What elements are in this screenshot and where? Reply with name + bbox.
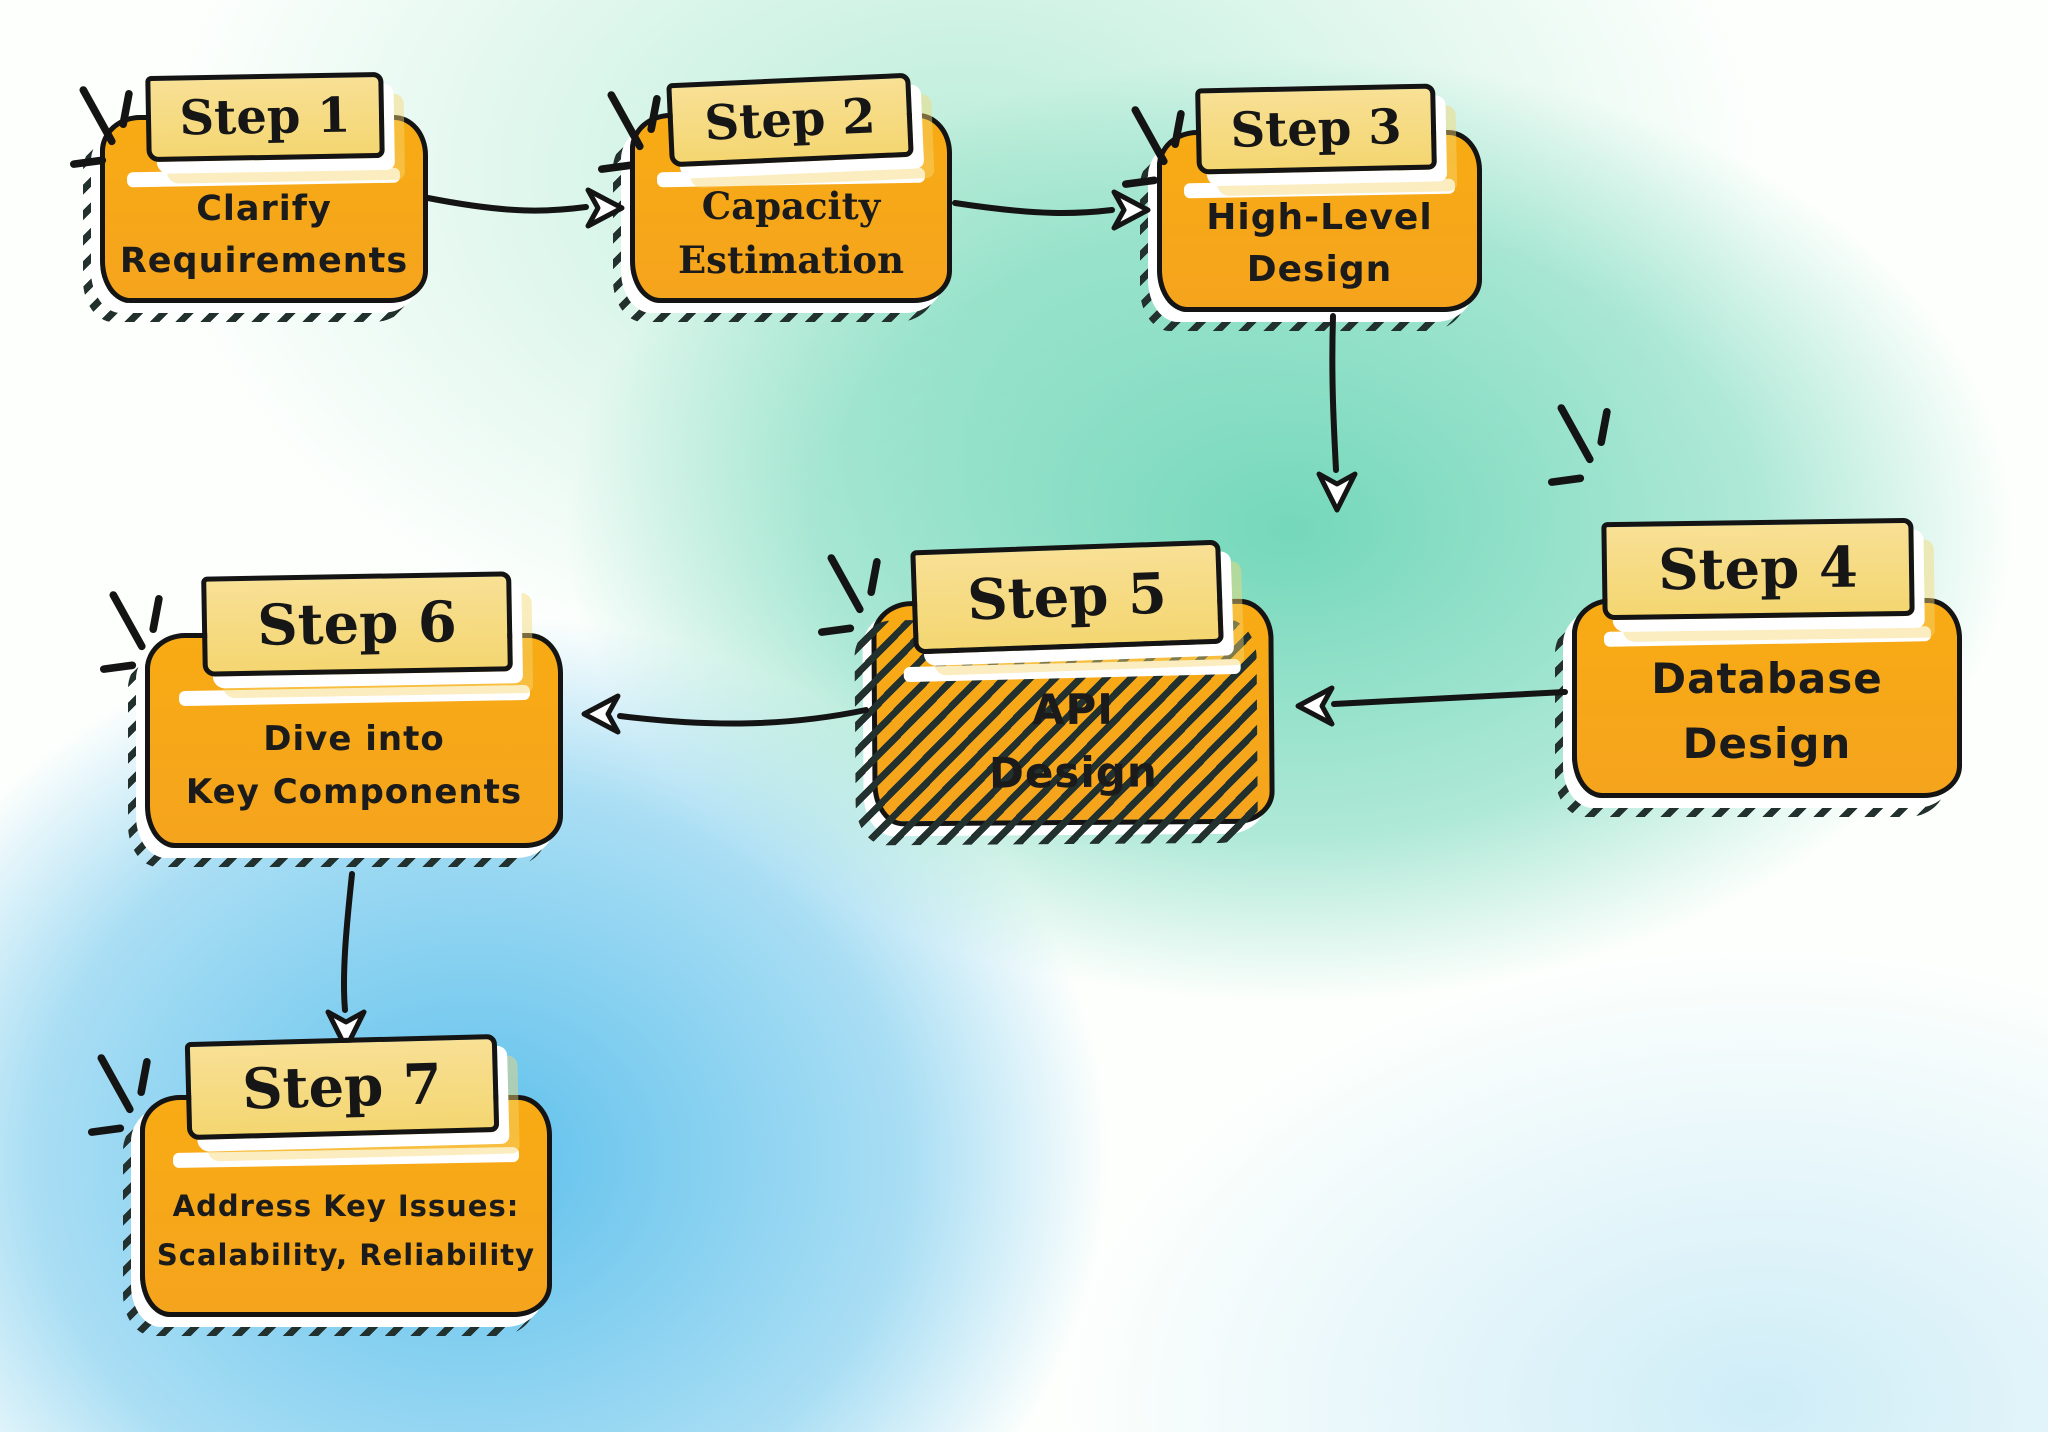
arrow-step6-step7 (340, 871, 355, 1013)
arrow-step2-step3 (952, 200, 1115, 216)
arrowhead-step2-step3 (1111, 189, 1151, 231)
arrowhead-step3-step4 (1316, 471, 1358, 513)
step-3-label: Step 3 (1229, 99, 1403, 159)
sparkle-icon (70, 86, 133, 168)
step-5-title-line: API (1031, 684, 1115, 734)
step-6-label: Step 6 (256, 589, 458, 659)
sparkle-icon (818, 554, 881, 636)
step-2-title-line: Capacity (701, 184, 881, 229)
arrowhead-step4-step5 (1295, 685, 1335, 727)
step-6-title-line: Key Components (185, 771, 523, 812)
arrow-step3-step4 (1329, 313, 1339, 473)
step-3-title-line: High-Level (1206, 196, 1433, 238)
step-5-title-line: Design (988, 746, 1158, 798)
step-7-title-line: Address Key Issues: (172, 1188, 520, 1223)
arrow-step5-step6 (617, 707, 869, 727)
sparkle-icon (1122, 106, 1185, 188)
sparkle-icon (598, 91, 661, 173)
step-4-title-line: Database (1651, 653, 1883, 703)
arrowhead-step5-step6 (581, 693, 621, 735)
sparkle-icon (88, 1054, 151, 1136)
step-2-label: Step 2 (703, 88, 877, 152)
step-card-2: Step 2 Capacity Estimation (630, 72, 952, 303)
step-card-4: Step 4 Database Design (1572, 517, 1962, 798)
step-2-title-line: Estimation (677, 238, 905, 282)
step-4-body-card: Database Design (1572, 598, 1962, 798)
step-7-title-line: Scalability, Reliability (156, 1238, 536, 1272)
arrow-step4-step5 (1331, 689, 1568, 707)
step-1-label-tab: Step 1 (145, 71, 385, 163)
step-card-5: Step 5 API Design (871, 539, 1275, 827)
sparkle-icon (100, 591, 163, 673)
step-2-label-tab: Step 2 (666, 72, 914, 168)
step-5-label: Step 5 (966, 560, 1168, 634)
arrowhead-step1-step2 (585, 187, 625, 229)
step-card-7: Step 7 Address Key Issues: Scalability, … (140, 1033, 552, 1317)
step-7-label-tab: Step 7 (184, 1033, 500, 1141)
step-4-label-tab: Step 4 (1601, 517, 1915, 621)
step-card-6: Step 6 Dive into Key Components (145, 571, 563, 848)
arrow-step1-step2 (425, 195, 589, 214)
step-3-label-tab: Step 3 (1195, 83, 1437, 175)
sparkle-icon (1548, 404, 1611, 486)
step-4-label: Step 4 (1657, 534, 1859, 604)
step-6-label-tab: Step 6 (201, 571, 513, 677)
step-5-label-tab: Step 5 (910, 539, 1224, 655)
step-card-1: Step 1 Clarify Requirements (100, 71, 428, 303)
step-6-title-line: Dive into (263, 718, 445, 759)
step-7-label: Step 7 (241, 1051, 443, 1123)
step-1-title-line: Requirements (119, 241, 409, 281)
step-card-3: Step 3 High-Level Design (1157, 83, 1482, 312)
step-1-label: Step 1 (178, 87, 351, 147)
step-1-title-line: Clarify (196, 188, 332, 229)
step-4-title-line: Design (1682, 719, 1852, 768)
step-3-title-line: Design (1246, 249, 1393, 290)
